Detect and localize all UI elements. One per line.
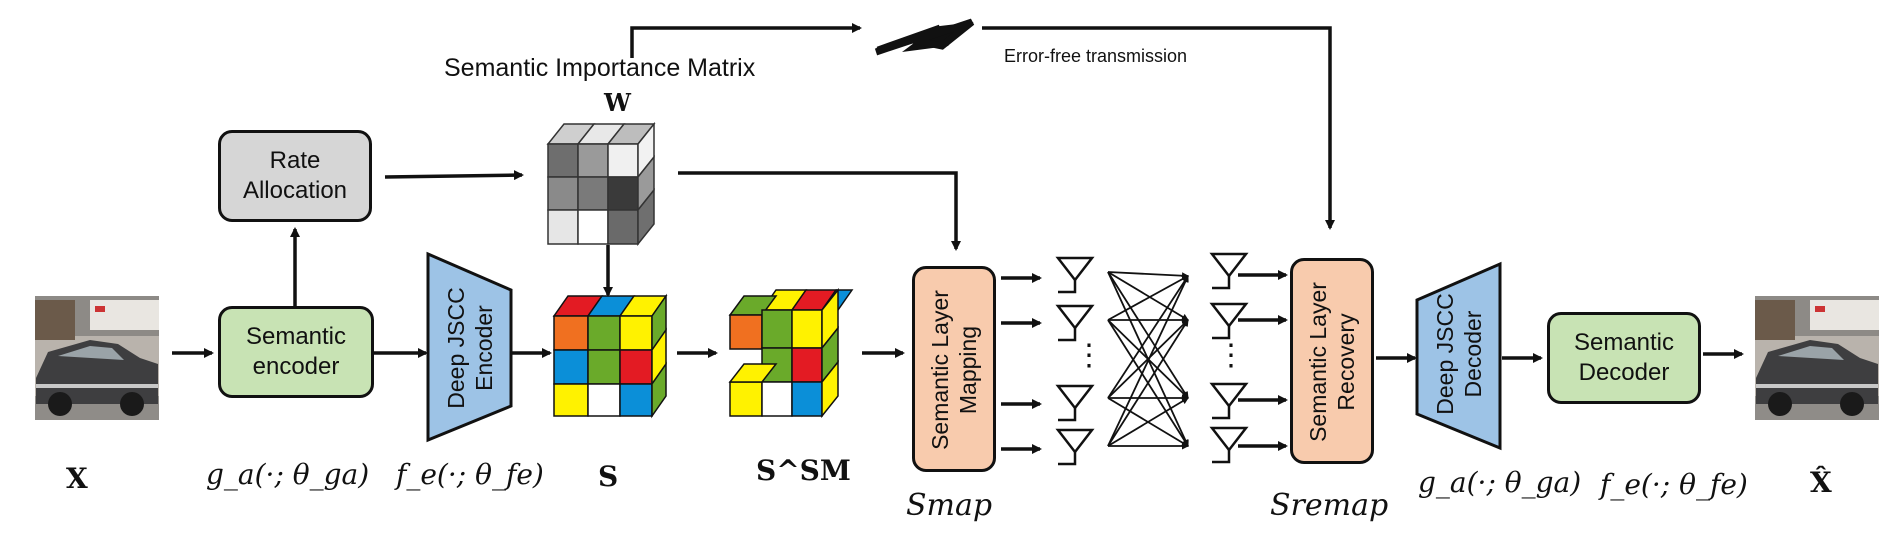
rx-antennas — [1209, 252, 1249, 464]
tx-antennas — [1055, 256, 1095, 466]
rx-dots: ⋮ — [1216, 339, 1246, 372]
antenna-icon — [1055, 256, 1095, 294]
input-image — [35, 296, 159, 420]
feature-cube-ssm — [728, 287, 854, 419]
semantic-layer-recovery-label: Semantic Layer Recovery — [1305, 282, 1359, 442]
fe-enc-text: f_e(·; θ_fe) — [396, 458, 544, 491]
output-image — [1755, 296, 1879, 420]
importance-matrix-cube — [546, 121, 656, 247]
label-fe-decoder: f_e(·; θ_fe) — [1600, 468, 1748, 501]
semantic-decoder-block: Semantic Decoder — [1547, 312, 1701, 404]
deep-jscc-encoder-label: Deep JSCC Encoder — [443, 287, 497, 409]
deep-jscc-encoder-shape — [426, 251, 513, 443]
label-ga-encoder: g_a(·; θ_ga) — [206, 458, 369, 491]
label-s-sm: S^SM — [756, 454, 851, 487]
label-fe-encoder: f_e(·; θ_fe) — [396, 458, 544, 491]
label-x: X — [66, 462, 88, 495]
antenna-icon — [1055, 384, 1095, 422]
matrix-title: Semantic Importance Matrix — [444, 54, 756, 82]
antenna-icon — [1055, 304, 1095, 342]
deep-jscc-decoder-label: Deep JSCC Decoder — [1432, 293, 1486, 415]
label-sremap: Sremap — [1270, 488, 1389, 523]
ga-enc-text: g_a(·; θ_ga) — [206, 458, 370, 491]
rate-allocation-block: Rate Allocation — [218, 130, 372, 222]
semantic-layer-mapping-label: Semantic Layer Mapping — [927, 290, 981, 450]
matrix-symbol: W — [604, 88, 631, 117]
label-smap: Smap — [906, 488, 993, 523]
feature-cube-s — [552, 293, 668, 419]
semantic-layer-mapping-block — [912, 266, 996, 472]
antenna-icon — [1209, 426, 1249, 464]
ga-dec-text: g_a(·; θ_ga) — [1418, 466, 1582, 499]
deep-jscc-decoder-shape — [1415, 261, 1502, 451]
antenna-icon — [1055, 428, 1095, 466]
tx-dots: ⋮ — [1074, 339, 1104, 372]
antenna-icon — [1209, 302, 1249, 340]
antenna-icon — [1209, 252, 1249, 290]
error-free-label: Error-free transmission — [1004, 46, 1188, 66]
fe-dec-text: f_e(·; θ_fe) — [1600, 468, 1748, 501]
label-ga-decoder: g_a(·; θ_ga) — [1418, 466, 1581, 499]
antenna-icon — [1209, 382, 1249, 420]
semantic-layer-recovery-block — [1290, 258, 1374, 464]
semantic-encoder-block: Semantic encoder — [218, 306, 374, 398]
label-x-hat: X̂ — [1810, 466, 1832, 499]
lightning-bolt-icon-outline — [874, 18, 975, 56]
connections — [172, 23, 1744, 454]
mimo-channel-links — [1107, 271, 1189, 450]
label-s: S — [598, 460, 619, 493]
